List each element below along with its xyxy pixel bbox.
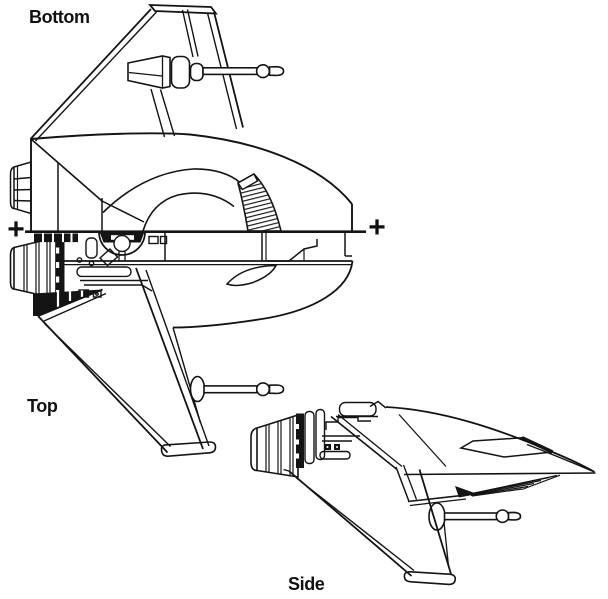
- view-label-bottom: Bottom: [29, 7, 90, 27]
- cockpit-canopy-hatching: [236, 172, 283, 232]
- lower-wing: [37, 267, 217, 458]
- view-label-side: Side: [288, 574, 325, 594]
- side-wing: [283, 464, 457, 586]
- nose-engine-bottom-view: [9, 160, 32, 215]
- registration-cross-left-icon: +: [7, 212, 25, 246]
- mechanical-greebles-top-view: [33, 233, 168, 322]
- hull-top-view: [62, 233, 354, 329]
- side-engine-cone: [250, 413, 304, 478]
- side-cannon: [428, 502, 522, 531]
- side-view: [250, 400, 596, 586]
- view-label-top: Top: [27, 396, 58, 416]
- side-canopy-window: [458, 436, 556, 458]
- side-greebles: [304, 401, 378, 465]
- turret-detail: [98, 231, 146, 262]
- registration-cross-right-icon: +: [368, 210, 386, 244]
- lower-wing-cannon: [189, 375, 285, 403]
- side-fuselage: [330, 400, 596, 507]
- hull-bottom-view: [30, 132, 353, 232]
- upper-wing-cannon: [127, 55, 285, 89]
